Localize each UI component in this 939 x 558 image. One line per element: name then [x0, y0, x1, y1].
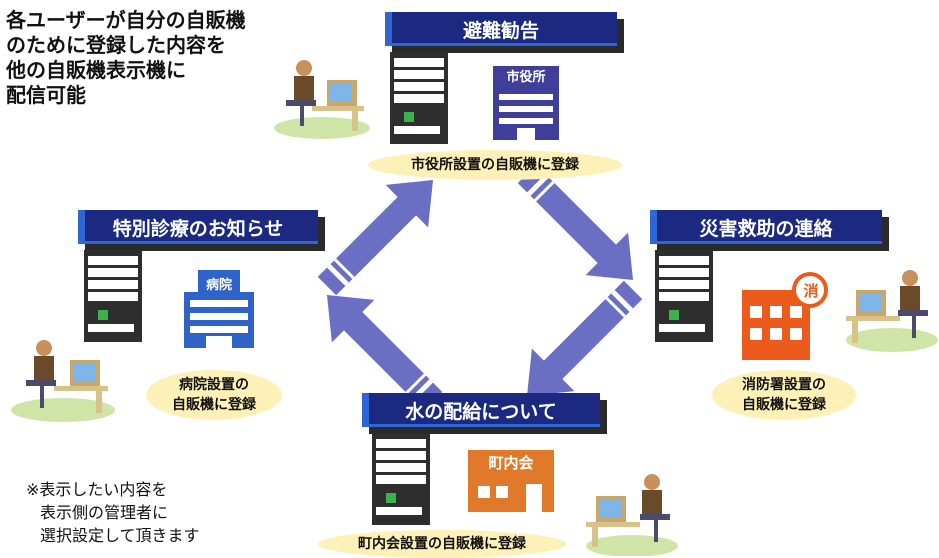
community-hall-label: 町内会 [488, 454, 534, 472]
intro-line: 他の自販機表示機に [6, 58, 186, 82]
node-title-left: 特別診療のお知らせ [78, 210, 318, 244]
footnote-line: 選択設定して頂きます [40, 526, 200, 545]
vending-machine-icon [390, 52, 448, 144]
vending-machine-icon [372, 433, 430, 525]
node-title-top: 避難勧告 [385, 12, 617, 46]
intro-line: 配信可能 [6, 83, 86, 107]
community-hall-icon [468, 450, 554, 512]
fire-station-label: 消 [803, 282, 819, 300]
node-title-bottom: 水の配給について [362, 393, 600, 427]
node-title-text: 災害救助の連絡 [699, 217, 833, 240]
fire-station-icon [742, 272, 828, 360]
caption-line: 町内会設置の自販機に登録 [358, 536, 526, 552]
footnote: ※表示したい内容を 表示側の管理者に 選択設定して頂きます [26, 478, 200, 547]
caption-line: 自販機に登録 [742, 397, 826, 413]
node-title-text: 水の配給について [405, 400, 557, 423]
caption-right: 消防署設置の 自販機に登録 [712, 370, 856, 420]
user-at-computer-icon [586, 474, 678, 556]
caption-bottom: 町内会設置の自販機に登録 [318, 530, 566, 558]
caption-line: 病院設置の [179, 377, 249, 393]
user-at-computer-icon [11, 340, 115, 422]
user-at-computer-icon [274, 60, 370, 139]
node-title-text: 特別診療のお知らせ [112, 217, 284, 240]
intro-line: 各ユーザーが自分の自販機 [6, 8, 246, 32]
node-title-text: 避難勧告 [462, 19, 539, 42]
caption-line: 自販機に登録 [172, 397, 256, 413]
hospital-label: 病院 [205, 278, 232, 293]
caption-line: 市役所設置の自販機に登録 [411, 157, 579, 173]
flow-arrow-icon [305, 158, 455, 308]
hospital-icon [184, 270, 254, 348]
caption-top: 市役所設置の自販機に登録 [368, 150, 622, 180]
intro-line: のために登録した内容を [6, 33, 226, 57]
caption-left: 病院設置の 自販機に登録 [146, 370, 282, 420]
city-hall-label: 市役所 [506, 70, 546, 85]
vending-machine-icon [655, 250, 713, 342]
vending-machine-icon [84, 250, 142, 342]
node-title-right: 災害救助の連絡 [650, 210, 882, 244]
footnote-line: 表示側の管理者に [40, 503, 169, 522]
city-hall-icon [493, 66, 559, 140]
user-at-computer-icon [846, 270, 938, 352]
caption-line: 消防署設置の [742, 377, 826, 393]
intro-text: 各ユーザーが自分の自販機 のために登録した内容を 他の自販機表示機に 配信可能 [6, 8, 306, 108]
footnote-line: ※表示したい内容を [26, 480, 168, 499]
